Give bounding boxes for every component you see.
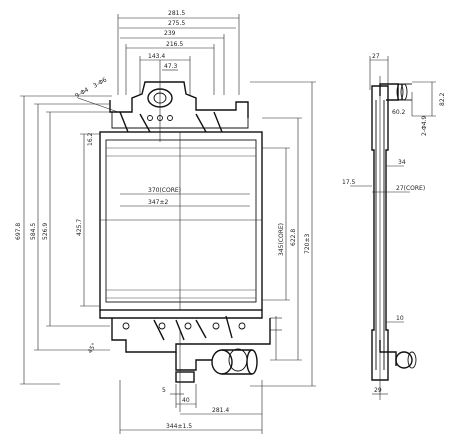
top-dimensions: 281.5 275.5 239 216.5 143.4 47.3 [117,10,240,95]
bottom-tank: 45° [87,310,271,412]
annotation-holes-top: 3-Φ6 [92,76,108,89]
side-dim-left1: 17.5 [342,179,356,186]
dim-right-d2: 622.8 [290,229,297,246]
dim-right-d1: 345(CORE) [278,223,285,256]
front-view: 281.5 275.5 239 216.5 143.4 47.3 [15,10,316,434]
annotation-bottom-angle: 45° [87,342,98,355]
dim-inner-width: 347±2 [148,199,168,206]
dim-bottom-d3: 40 [182,397,190,404]
dim-top-d2: 275.5 [168,20,185,27]
dim-top-d3: 239 [164,30,176,37]
annotation-holes-left: 9-Φ4 [74,86,90,99]
dim-top-overall: 281.5 [168,10,185,17]
dim-bottom-overall: 344±1.5 [166,423,192,430]
right-dimensions: 345(CORE) 622.8 720±3 [250,81,316,387]
dim-left-small: 16.2 [87,132,94,146]
dim-left-overall: 697.8 [15,223,22,240]
radiator-core: 370(CORE) 347±2 [99,131,263,311]
side-dim-right1: 60.2 [392,109,406,116]
dim-bottom-d4: 5 [162,387,166,394]
side-dim-low: 10 [396,315,404,322]
side-dim-right2: 82.2 [439,92,446,106]
side-profile [371,85,389,381]
dim-top-d6: 47.3 [164,63,178,70]
dim-bottom-d2: 281.4 [212,407,229,414]
side-outlet-pipe [395,351,413,369]
dim-core-width: 370(CORE) [148,187,181,194]
side-dim-top: 27 [372,53,380,60]
bottom-dimensions: 344±1.5 281.4 40 5 [119,380,263,434]
dim-top-d4: 216.5 [166,41,183,48]
dim-left-d4: 425.7 [76,219,83,236]
side-dim-core: 27(CORE) [396,185,425,192]
side-dim-right3: 2-Φ4.9 [421,116,428,136]
drain-plug [175,371,195,383]
dim-left-d2: 584.5 [30,223,37,240]
dim-right-d3: 720±3 [304,234,311,254]
side-dim-mid1: 34 [398,159,406,166]
left-dimensions: 697.8 584.5 526.9 425.7 16.2 9-Φ4 3-Φ6 [15,76,119,385]
dim-top-d5: 143.4 [148,53,165,60]
top-tank [109,60,249,142]
side-dim-bottom: 29 [374,387,382,394]
dim-left-d3: 526.9 [42,223,49,240]
side-view: 27 60.2 82.2 2-Φ4.9 34 17.5 27(CORE) 10 [342,53,446,400]
